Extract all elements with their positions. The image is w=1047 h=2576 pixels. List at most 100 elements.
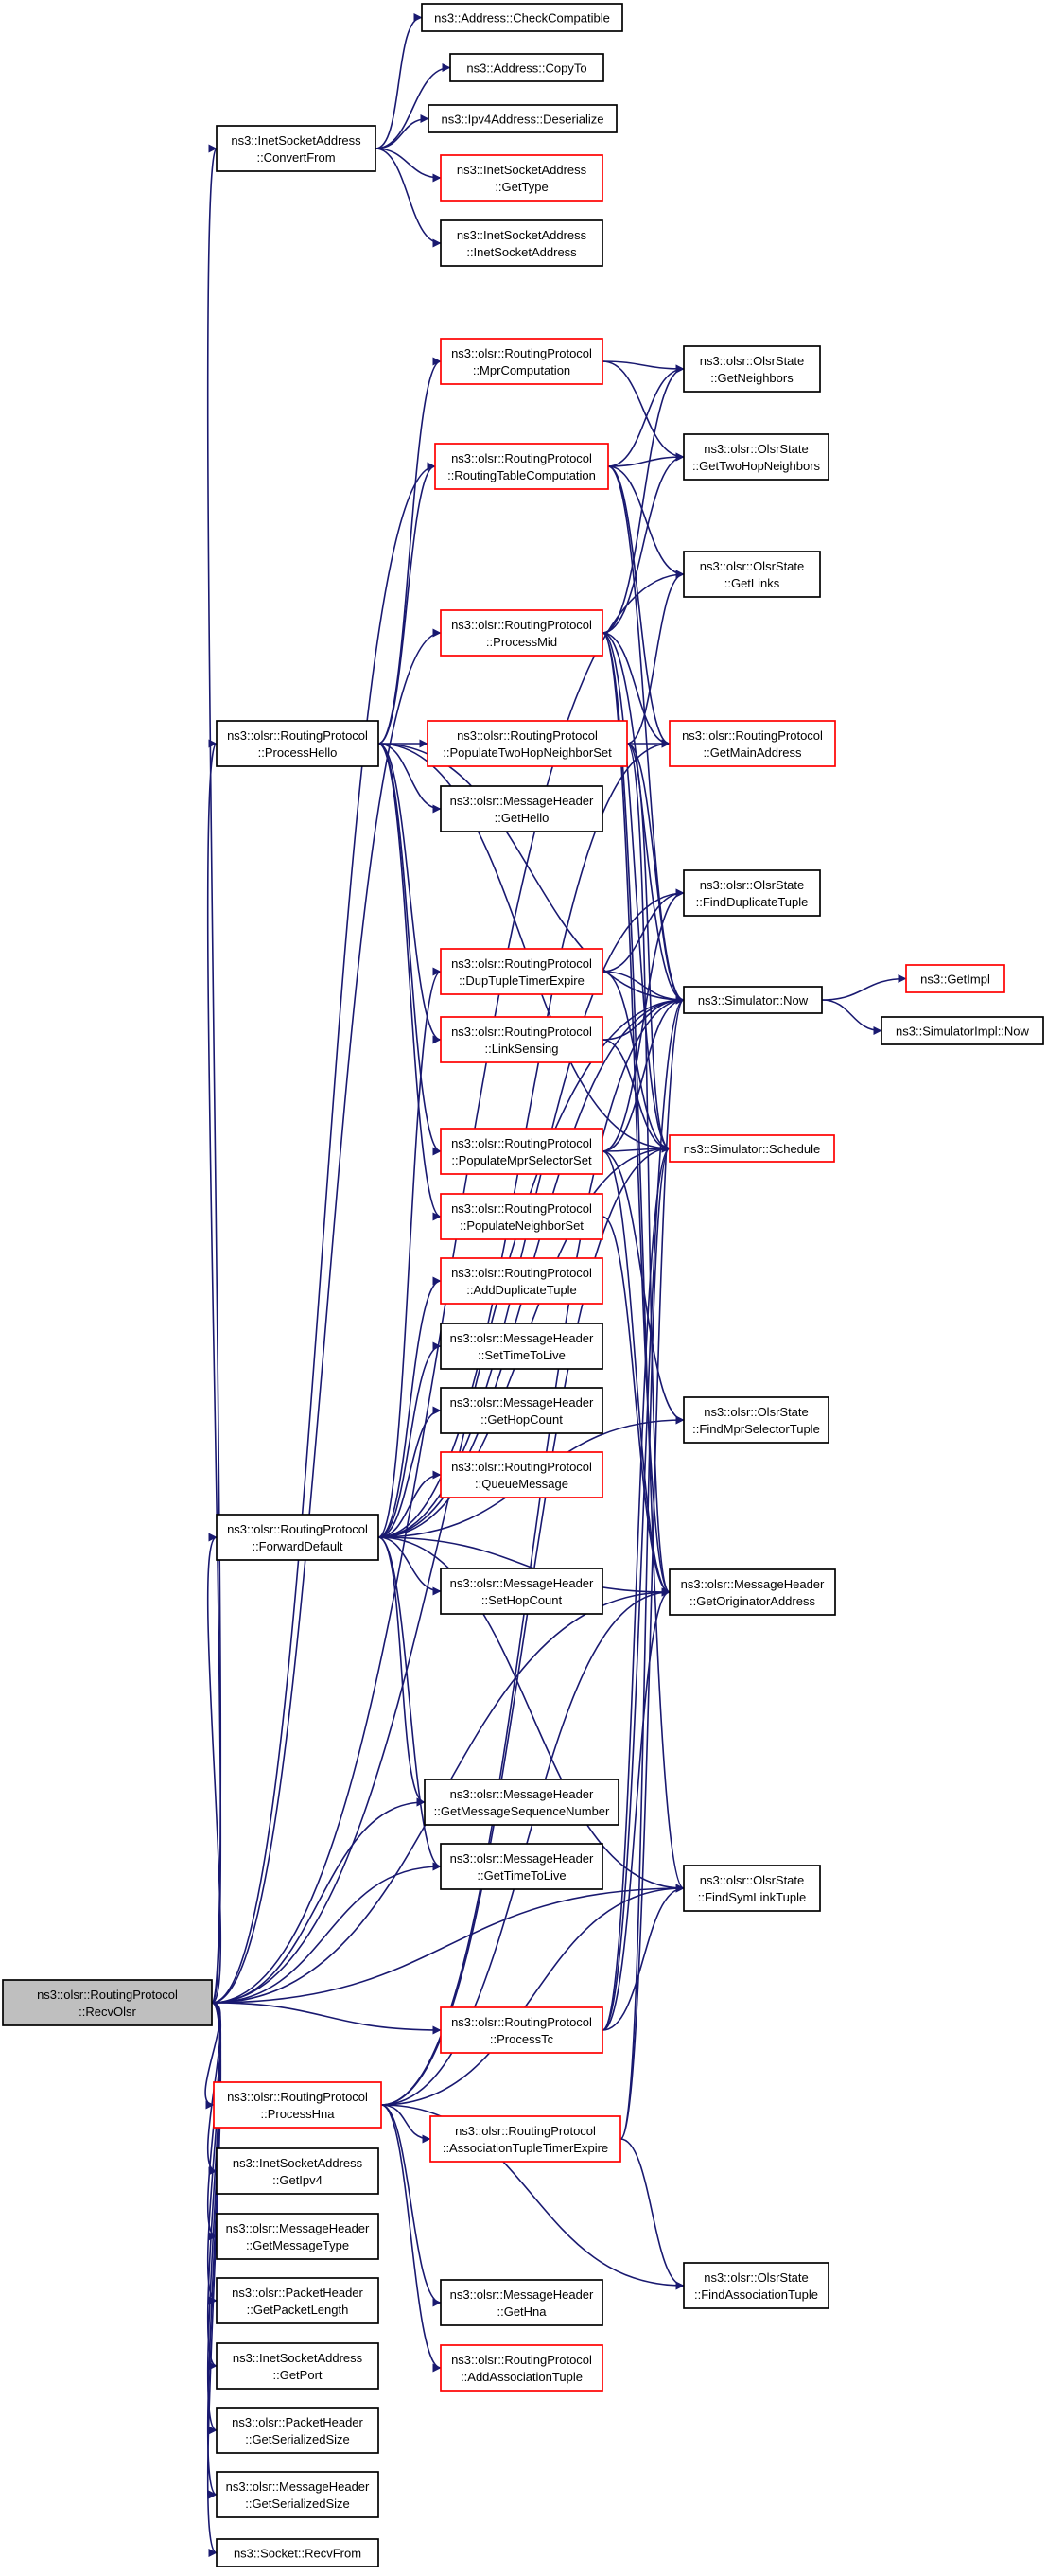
node-label: ::GetPacketLength (247, 2303, 349, 2317)
edge-process-mid-to-find-sym-link-tuple (602, 632, 685, 1893)
node-find-association-tuple[interactable]: ns3::olsr::OlsrState::FindAssociationTup… (683, 2262, 829, 2309)
node-message-get-serialized-size[interactable]: ns3::olsr::MessageHeader::GetSerializedS… (216, 2471, 379, 2518)
node-label: ns3::olsr::RoutingProtocol (227, 728, 368, 743)
edge-forward-default-to-add-duplicate-tuple (377, 1276, 442, 1538)
edge-forward-default-to-get-time-to-live (377, 1536, 442, 1871)
edge-populate-mpr-selector-set-to-get-originator-address (602, 1150, 671, 1597)
node-association-tuple-timer-expire[interactable]: ns3::olsr::RoutingProtocol::AssociationT… (429, 2115, 621, 2163)
node-recv-olsr[interactable]: ns3::olsr::RoutingProtocol::RecvOlsr (2, 1979, 213, 2026)
edge-recv-olsr-to-recv-from (206, 2002, 222, 2557)
node-label: ::GetLinks (724, 576, 780, 590)
node-deserialize[interactable]: ns3::Ipv4Address::Deserialize (428, 104, 618, 133)
node-get-neighbors[interactable]: ns3::olsr::OlsrState::GetNeighbors (683, 345, 821, 393)
node-process-tc[interactable]: ns3::olsr::RoutingProtocol::ProcessTc (440, 2006, 603, 2054)
node-add-duplicate-tuple[interactable]: ns3::olsr::RoutingProtocol::AddDuplicate… (440, 1257, 603, 1305)
node-simulator-now[interactable]: ns3::Simulator::Now (683, 986, 823, 1014)
node-routing-table-computation[interactable]: ns3::olsr::RoutingProtocol::RoutingTable… (434, 443, 609, 490)
node-simulator-schedule[interactable]: ns3::Simulator::Schedule (669, 1134, 835, 1163)
node-label: ns3::olsr::PacketHeader (232, 2415, 363, 2429)
node-get-message-sequence-number[interactable]: ns3::olsr::MessageHeader::GetMessageSequ… (424, 1779, 619, 1826)
node-add-association-tuple[interactable]: ns3::olsr::RoutingProtocol::AddAssociati… (440, 2344, 603, 2392)
node-forward-default[interactable]: ns3::olsr::RoutingProtocol::ForwardDefau… (216, 1514, 379, 1561)
node-label: ns3::olsr::RoutingProtocol (451, 2353, 592, 2367)
node-packet-get-serialized-size[interactable]: ns3::olsr::PacketHeader::GetSerializedSi… (216, 2407, 379, 2454)
node-label: ::FindDuplicateTuple (696, 895, 809, 909)
node-label: ::GetMessageSequenceNumber (434, 1804, 610, 1818)
node-get-type[interactable]: ns3::InetSocketAddress::GetType (440, 154, 603, 202)
node-get-ipv4[interactable]: ns3::InetSocketAddress::GetIpv4 (216, 2147, 379, 2195)
node-convert-from[interactable]: ns3::InetSocketAddress::ConvertFrom (216, 125, 376, 172)
node-label: ::AssociationTupleTimerExpire (443, 2141, 608, 2155)
node-label: ::GetHello (495, 811, 550, 825)
node-label: ::GetHna (497, 2304, 547, 2319)
node-label: ns3::olsr::RoutingProtocol (457, 728, 598, 743)
node-get-hello[interactable]: ns3::olsr::MessageHeader::GetHello (440, 785, 603, 832)
edge-routing-table-computation-to-get-two-hop-neighbors (607, 452, 685, 467)
edge-populate-two-hop-neighbor-set-to-get-links (626, 570, 685, 745)
node-get-hop-count[interactable]: ns3::olsr::MessageHeader::GetHopCount (440, 1387, 603, 1434)
node-label: ns3::olsr::MessageHeader (450, 1787, 594, 1801)
node-process-hello[interactable]: ns3::olsr::RoutingProtocol::ProcessHello (216, 720, 379, 767)
node-find-duplicate-tuple[interactable]: ns3::olsr::OlsrState::FindDuplicateTuple (683, 869, 821, 917)
node-box (428, 104, 618, 133)
node-label: ns3::InetSocketAddress (457, 163, 587, 177)
node-find-sym-link-tuple[interactable]: ns3::olsr::OlsrState::FindSymLinkTuple (683, 1865, 821, 1912)
node-link-sensing[interactable]: ns3::olsr::RoutingProtocol::LinkSensing (440, 1016, 603, 1063)
edge-routing-table-computation-to-get-main-address (607, 465, 671, 748)
node-label: ::AddDuplicateTuple (466, 1283, 577, 1297)
node-get-time-to-live[interactable]: ns3::olsr::MessageHeader::GetTimeToLive (440, 1843, 603, 1890)
node-label: ::PopulateMprSelectorSet (451, 1153, 592, 1167)
node-simulator-impl-now[interactable]: ns3::SimulatorImpl::Now (881, 1016, 1044, 1045)
node-check-compatible[interactable]: ns3::Address::CheckCompatible (421, 3, 623, 32)
node-label: ::FindAssociationTuple (694, 2287, 818, 2302)
node-process-mid[interactable]: ns3::olsr::RoutingProtocol::ProcessMid (440, 609, 603, 657)
edge-convert-from-to-copy-to (375, 63, 451, 149)
node-label: ns3::Address::CopyTo (466, 61, 586, 76)
node-label: ns3::olsr::MessageHeader (450, 1331, 594, 1345)
node-set-hop-count[interactable]: ns3::olsr::MessageHeader::SetHopCount (440, 1568, 603, 1615)
node-copy-to[interactable]: ns3::Address::CopyTo (449, 53, 604, 82)
node-box (683, 551, 821, 598)
node-box (440, 1257, 603, 1305)
node-box (440, 2344, 603, 2392)
edge-process-mid-to-simulator-schedule (602, 632, 671, 1153)
node-box (213, 2081, 382, 2129)
node-process-hna[interactable]: ns3::olsr::RoutingProtocol::ProcessHna (213, 2081, 382, 2129)
node-populate-mpr-selector-set[interactable]: ns3::olsr::RoutingProtocol::PopulateMprS… (440, 1128, 603, 1175)
node-mpr-computation[interactable]: ns3::olsr::RoutingProtocol::MprComputati… (440, 338, 603, 385)
node-inet-socket-address[interactable]: ns3::InetSocketAddress::InetSocketAddres… (440, 219, 603, 267)
edge-process-hello-to-populate-mpr-selector-set (377, 743, 442, 1156)
node-get-packet-length[interactable]: ns3::olsr::PacketHeader::GetPacketLength (216, 2277, 379, 2324)
edge-mpr-computation-to-get-two-hop-neighbors (602, 360, 685, 462)
node-dup-tuple-timer-expire[interactable]: ns3::olsr::RoutingProtocol::DupTupleTime… (440, 948, 603, 995)
node-populate-two-hop-neighbor-set[interactable]: ns3::olsr::RoutingProtocol::PopulateTwoH… (427, 720, 628, 767)
node-get-port[interactable]: ns3::InetSocketAddress::GetPort (216, 2342, 379, 2390)
node-get-hna[interactable]: ns3::olsr::MessageHeader::GetHna (440, 2279, 603, 2326)
node-box (216, 2342, 379, 2390)
node-label: ns3::olsr::RoutingProtocol (227, 1522, 368, 1536)
node-label: ns3::InetSocketAddress (457, 228, 587, 242)
node-box (440, 338, 603, 385)
node-get-links[interactable]: ns3::olsr::OlsrState::GetLinks (683, 551, 821, 598)
node-label: ns3::olsr::PacketHeader (232, 2286, 363, 2300)
node-get-message-type[interactable]: ns3::olsr::MessageHeader::GetMessageType (216, 2213, 379, 2260)
edge-process-hello-to-mpr-computation (377, 357, 442, 745)
node-find-mpr-selector-tuple[interactable]: ns3::olsr::OlsrState::FindMprSelectorTup… (683, 1396, 829, 1444)
node-box (216, 720, 379, 767)
node-get-impl[interactable]: ns3::GetImpl (905, 964, 1005, 993)
edge-forward-default-to-dup-tuple-timer-expire (377, 967, 442, 1538)
node-get-two-hop-neighbors[interactable]: ns3::olsr::OlsrState::GetTwoHopNeighbors (683, 433, 829, 481)
edge-routing-table-computation-to-get-links (607, 465, 685, 579)
node-get-originator-address[interactable]: ns3::olsr::MessageHeader::GetOriginatorA… (669, 1568, 836, 1616)
node-label: ::GetNeighbors (710, 371, 794, 385)
node-recv-from[interactable]: ns3::Socket::RecvFrom (216, 2538, 379, 2567)
node-label: ns3::olsr::RoutingProtocol (451, 956, 592, 971)
node-get-main-address[interactable]: ns3::olsr::RoutingProtocol::GetMainAddre… (669, 720, 836, 767)
node-populate-neighbor-set[interactable]: ns3::olsr::RoutingProtocol::PopulateNeig… (440, 1193, 603, 1240)
node-label: ns3::olsr::MessageHeader (450, 2287, 594, 2302)
node-label: ns3::olsr::OlsrState (700, 354, 805, 368)
node-box (440, 1843, 603, 1890)
node-label: ::InetSocketAddress (466, 245, 577, 259)
node-queue-message[interactable]: ns3::olsr::RoutingProtocol::QueueMessage (440, 1451, 603, 1498)
node-set-time-to-live[interactable]: ns3::olsr::MessageHeader::SetTimeToLive (440, 1323, 603, 1370)
